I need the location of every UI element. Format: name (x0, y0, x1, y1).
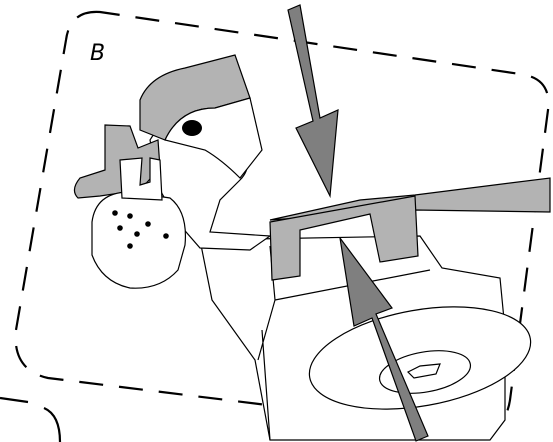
adjacent-frame-fragment (0, 398, 60, 442)
paw-spot (127, 213, 133, 219)
paw-spot (145, 221, 151, 227)
paw-spot (163, 233, 169, 239)
paw-spot (134, 231, 140, 237)
paw-spot (117, 225, 123, 231)
spotted-paw (92, 192, 185, 288)
paw-spot (127, 243, 133, 249)
paw-spot (112, 210, 118, 216)
panel-label: B (90, 41, 105, 66)
paw-stalk (120, 158, 162, 200)
eye (182, 120, 202, 136)
arrow-down (288, 5, 338, 196)
